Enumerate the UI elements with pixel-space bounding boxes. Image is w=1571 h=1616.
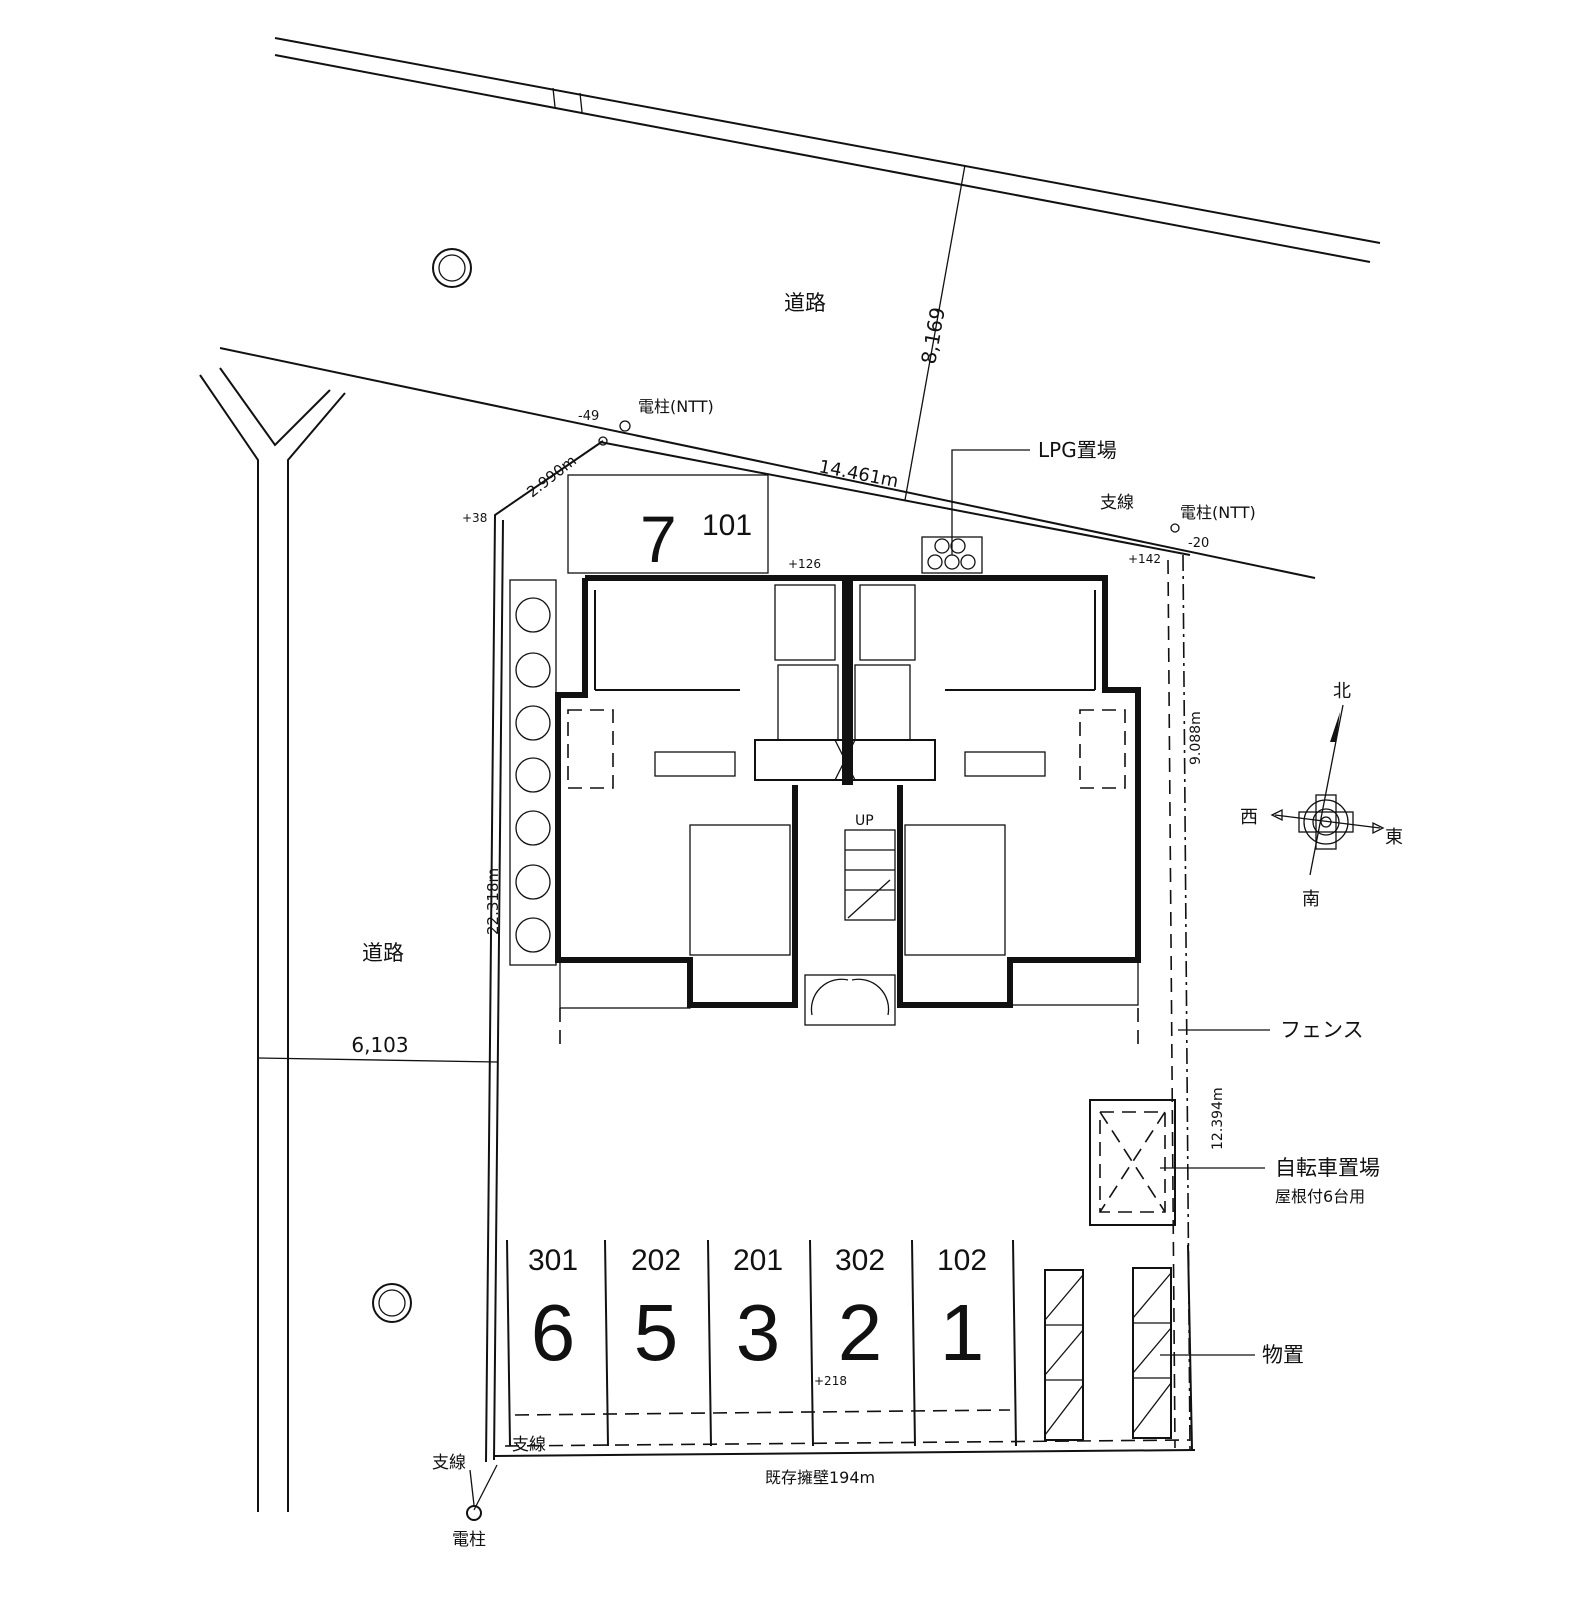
slot-number: 7	[640, 502, 677, 576]
retaining-wall-label: 既存擁壁194m	[765, 1468, 875, 1487]
dim-corner: 2.990m	[523, 452, 579, 502]
guy-wire-sw-outer: 支線	[432, 1453, 466, 1473]
parking-slot: 302 2	[835, 1244, 885, 1377]
north-road: 道路 8,169 14.461m 電柱(NTT) -49 電柱(NTT) 支線 …	[219, 37, 1381, 579]
parking-slot: 201 3	[733, 1244, 783, 1377]
guy-wire-north: 支線	[1100, 493, 1134, 513]
slot-unit: 102	[937, 1244, 987, 1277]
level-126: +126	[788, 557, 821, 571]
compass-north: 北	[1333, 681, 1351, 702]
compass-east: 東	[1385, 827, 1403, 848]
bicycle-parking: 自転車置場 屋根付6台用	[1089, 1099, 1380, 1226]
pole-ntt-2: 電柱(NTT)	[1180, 503, 1256, 522]
utility-pole-icon	[466, 1505, 482, 1521]
slot-number: 2	[838, 1288, 883, 1377]
level-142: +142	[1128, 552, 1161, 566]
slot-unit: 301	[528, 1244, 578, 1277]
dim-west-boundary: 22.318m	[484, 868, 502, 935]
parking-lot: +218	[506, 1239, 1017, 1447]
pole-sw-label: 電柱	[452, 1530, 486, 1550]
compass-south: 南	[1302, 889, 1320, 910]
parking-slot: 102 1	[937, 1244, 987, 1377]
lpg-storage: LPG置場	[921, 438, 1117, 574]
manhole-icon	[432, 248, 472, 288]
parking-slot-7: 7 101	[567, 474, 769, 576]
parking-slot: 202 5	[631, 1244, 681, 1377]
dim-north-road: 8,169	[916, 305, 950, 366]
road-label-west: 道路	[362, 941, 404, 965]
bicycle-label: 自転車置場	[1275, 1156, 1380, 1180]
hedge-trees	[509, 579, 557, 966]
fence-label: フェンス	[1280, 1018, 1364, 1042]
road-label-north: 道路	[784, 291, 826, 315]
storage-label: 物置	[1262, 1343, 1304, 1367]
storage-sheds: 物置	[1044, 1267, 1304, 1441]
apartment-building: UP	[555, 575, 1141, 1050]
slot-number: 1	[940, 1288, 985, 1377]
slot-unit: 201	[733, 1244, 783, 1277]
slot-unit: 101	[702, 509, 752, 542]
level-parking: +218	[814, 1374, 847, 1388]
slot-number: 5	[634, 1288, 679, 1377]
dim-east-lower: 12.394m	[1210, 1087, 1226, 1150]
parking-slot: 301 6	[528, 1244, 578, 1377]
compass-rose-icon: 北 南 東 西	[1240, 681, 1403, 910]
stairs-up-label: UP	[855, 813, 874, 829]
guy-wire-sw-inner: 支線	[512, 1435, 546, 1455]
utility-pole-icon	[1170, 523, 1180, 533]
slot-number: 3	[736, 1288, 781, 1377]
level-ne: -20	[1188, 536, 1209, 551]
slot-number: 6	[531, 1288, 576, 1377]
slot-unit: 202	[631, 1244, 681, 1277]
utility-pole-icon	[619, 420, 631, 432]
manhole-icon	[372, 1283, 412, 1323]
site-boundary: 2.990m +38 22.318m 9.088m 12.394m フェンス 既…	[432, 440, 1364, 1550]
level-nw: -49	[578, 409, 599, 424]
slot-unit: 302	[835, 1244, 885, 1277]
bicycle-note: 屋根付6台用	[1275, 1187, 1365, 1206]
dim-west-road: 6,103	[351, 1033, 408, 1057]
level-corner: +38	[462, 511, 487, 525]
lpg-label: LPG置場	[1038, 438, 1117, 462]
compass-west: 西	[1240, 807, 1258, 828]
west-road: 6,103 道路	[199, 367, 498, 1512]
pole-ntt-1: 電柱(NTT)	[638, 397, 714, 416]
dim-east-upper: 9.088m	[1188, 711, 1204, 765]
